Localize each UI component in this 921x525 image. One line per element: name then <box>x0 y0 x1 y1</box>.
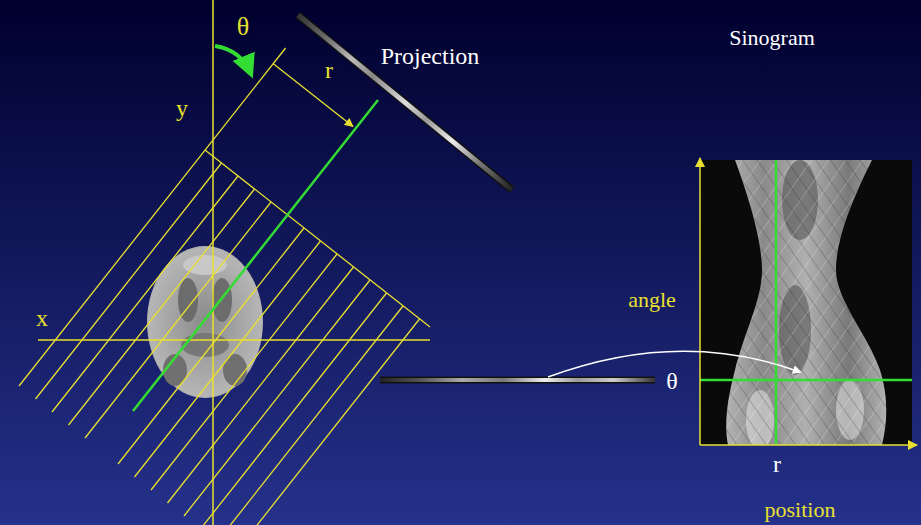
ray <box>151 254 337 490</box>
projection-profile <box>380 378 655 382</box>
ray <box>135 241 321 477</box>
projection-border <box>380 377 655 384</box>
ray <box>85 202 271 438</box>
brain-region <box>223 354 247 386</box>
sinogram-texture <box>700 160 912 445</box>
angle-symbol: θ <box>666 369 678 393</box>
offset-symbol: r <box>773 452 781 476</box>
axis-label: y <box>176 96 188 120</box>
ray <box>118 228 304 464</box>
sinogram-texture <box>700 160 912 445</box>
ray <box>184 280 370 516</box>
projection-border <box>298 15 512 190</box>
sinogram <box>700 158 917 450</box>
position-marker <box>775 160 778 445</box>
ray <box>36 163 222 399</box>
sinogram-band <box>700 160 912 445</box>
axis-label: angle <box>628 289 676 311</box>
rotation-arrow <box>215 46 251 74</box>
angle-axis <box>699 158 701 445</box>
ray <box>234 319 420 525</box>
r-arrow <box>273 64 353 127</box>
position-axis <box>700 444 917 446</box>
ray <box>217 306 403 525</box>
title-label: Sinogram <box>729 27 815 49</box>
angle-marker <box>700 379 912 382</box>
axis-label: x <box>36 306 48 330</box>
ray <box>168 267 354 503</box>
ray <box>52 176 238 412</box>
offset-symbol: r <box>325 58 333 82</box>
angle-symbol: θ <box>237 14 249 40</box>
selected-ray <box>133 100 378 411</box>
ray-bundle <box>19 48 430 525</box>
ray <box>201 293 387 525</box>
title-label: Projection <box>381 44 480 68</box>
x-axis <box>38 339 430 341</box>
ray <box>69 189 255 425</box>
axis-label: position <box>765 499 836 521</box>
projection-profile <box>298 15 512 190</box>
sinogram-ground <box>700 160 912 445</box>
